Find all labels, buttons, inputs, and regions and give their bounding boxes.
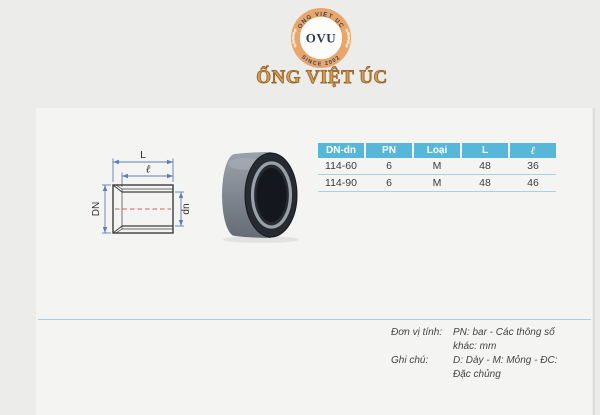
col-header-loai: Loại (414, 143, 460, 158)
col-header-L: L (462, 143, 508, 158)
drawing-label-dn: dn (181, 203, 192, 214)
table-row: 114-60 6 M 48 36 (318, 158, 556, 175)
dimension-lines (102, 158, 184, 234)
content-panel (36, 108, 592, 415)
remark-label: Ghi chú: (391, 355, 429, 366)
table-row: 114-90 6 M 48 46 (318, 175, 556, 192)
bushing-inner-ring (250, 161, 293, 229)
brand-title: ỐNG VIỆT ÚC (256, 67, 388, 89)
spec-table-header: DN-dn PN Loại L ℓ (318, 143, 556, 158)
badge-center (299, 16, 343, 60)
page-edge-line (593, 108, 595, 415)
table-cell: 48 (479, 177, 491, 189)
table-cell: 114-90 (325, 177, 357, 189)
dimension-drawing: L ℓ DN dn (92, 149, 192, 234)
table-cell: 48 (479, 160, 491, 172)
drawing-label-l: ℓ (146, 164, 151, 176)
table-cell: 36 (527, 160, 539, 172)
table-cell: 6 (386, 160, 392, 172)
product-photo (222, 152, 299, 243)
fitting-section-outline (112, 184, 174, 234)
col-header-l: ℓ (510, 143, 556, 158)
table-cell: 114-60 (325, 160, 357, 172)
bushing-bore (256, 168, 287, 222)
unit-value: PN: bar - Các thông số khác: mm (453, 327, 555, 352)
dimension-arrows (102, 159, 184, 233)
col-header-pn: PN (366, 143, 412, 158)
table-cell: M (432, 160, 442, 172)
footer-notes: Đơn vị tính: PN: bar - Các thông số khác… (391, 326, 561, 382)
drawing-label-DN: DN (92, 202, 102, 216)
table-cell: 46 (527, 177, 539, 189)
col-header-dn-dn: DN-dn (318, 143, 364, 158)
spec-table: DN-dn PN Loại L ℓ 114-60 6 M 48 36 114-9… (318, 143, 556, 192)
drawing-label-L: L (140, 149, 146, 161)
footer-separator (38, 319, 591, 320)
photo-shadow (223, 236, 299, 243)
table-cell: 6 (386, 177, 392, 189)
company-logo-badge: ONG VIET UC SINCE 2002 OVU (291, 8, 351, 68)
logo-monogram: OVU (306, 31, 337, 46)
remark-value: D: Dày - M: Mỏng - ĐC: Đặc chủng (453, 355, 558, 380)
wheat-decoration-icon (291, 28, 351, 48)
unit-label: Đơn vị tính: (391, 327, 443, 338)
table-cell: M (432, 177, 442, 189)
